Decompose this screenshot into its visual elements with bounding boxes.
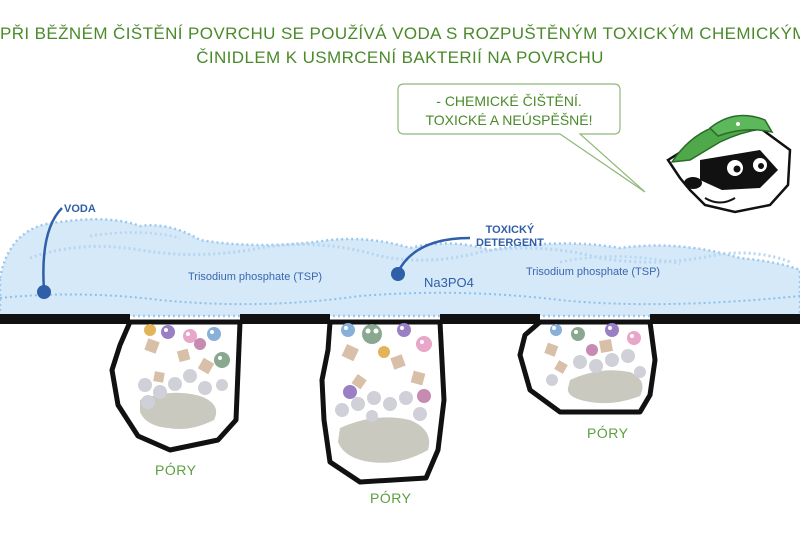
water-label: VODA: [64, 203, 96, 215]
bacteria-icon: [550, 323, 641, 356]
speech-line-1: - CHEMICKÉ ČIŠTĚNÍ.: [436, 93, 582, 109]
tsp-label-right: Trisodium phosphate (TSP): [526, 266, 661, 278]
pores-label-middle: PÓRY: [370, 490, 412, 506]
detergent-label-line-2: DETERGENT: [476, 237, 544, 249]
bacteria-icon: [341, 323, 432, 403]
dirt-particle-icon: [341, 344, 426, 390]
pore-right: [517, 319, 658, 415]
speech-line-2: TOXICKÉ A NEÚSPĚŠNÉ!: [425, 112, 593, 128]
pores-label-left: PÓRY: [155, 462, 197, 478]
formula-label: Na3PO4: [424, 275, 474, 290]
pore-middle: [319, 319, 447, 485]
speech-bubble: [397, 83, 646, 193]
title-line-2: ČINIDLEM K USMRCENÍ BAKTERIÍ NA POVRCHU: [196, 48, 604, 67]
speech-bubble-text: - CHEMICKÉ ČIŠTĚNÍ. TOXICKÉ A NEÚSPĚŠNÉ!: [402, 92, 616, 130]
detergent-label: TOXICKÝ DETERGENT: [476, 224, 544, 250]
dirt-particle-icon: [544, 339, 613, 374]
diagram-title: PŘI BĚŽNÉM ČIŠTĚNÍ POVRCHU SE POUŽÍVÁ VO…: [0, 22, 800, 70]
pores-label-right: PÓRY: [587, 425, 629, 441]
detergent-label-line-1: TOXICKÝ: [485, 224, 535, 236]
raccoon-mascot-icon: [666, 114, 792, 214]
title-line-1: PŘI BĚŽNÉM ČIŠTĚNÍ POVRCHU SE POUŽÍVÁ VO…: [0, 24, 800, 43]
tsp-label-left: Trisodium phosphate (TSP): [188, 271, 323, 283]
pore-left: [109, 319, 243, 453]
bacteria-icon: [144, 324, 230, 368]
surface: [0, 314, 800, 324]
dirt-particle-icon: [144, 338, 215, 383]
water-pointer: [37, 207, 63, 299]
detergent-pointer: [391, 236, 471, 281]
